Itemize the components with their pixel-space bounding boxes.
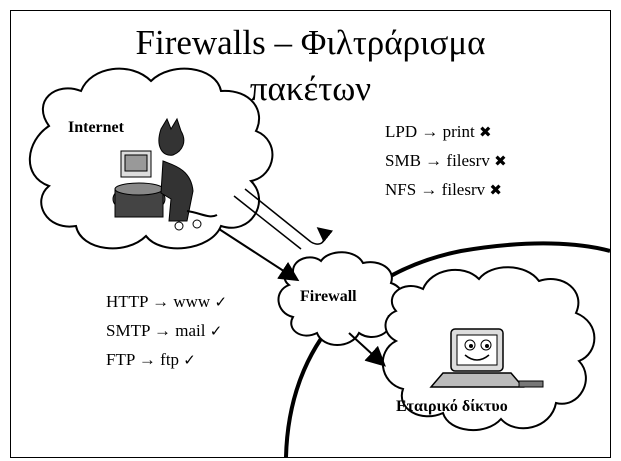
diagram-canvas <box>28 67 610 457</box>
slide-title-line-1: Firewalls – Φιλτράρισμα <box>135 23 486 62</box>
blocked-rule: NFS → filesrv ✖ <box>385 176 507 205</box>
blocked-traffic-channel <box>233 188 334 250</box>
blocked-rule: LPD → print ✖ <box>385 118 507 147</box>
firewall-cloud <box>277 251 405 346</box>
rule-text: SMTP → mail <box>106 321 206 340</box>
allowed-check-icon: ✓ <box>209 324 223 340</box>
blocked-rules-list: LPD → print ✖ SMB → filesrv ✖ NFS → file… <box>385 118 507 205</box>
internet-label: Internet <box>68 119 124 136</box>
rule-text: LPD → print <box>385 122 475 141</box>
devil-hacker-icon <box>112 117 218 231</box>
allowed-rule: FTP → ftp ✓ <box>106 346 227 375</box>
blocked-x-icon: ✖ <box>494 154 507 170</box>
blocked-x-icon: ✖ <box>489 183 502 199</box>
allowed-rule: SMTP → mail ✓ <box>106 317 227 346</box>
allowed-check-icon: ✓ <box>214 295 228 311</box>
allowed-rule: HTTP → www ✓ <box>106 288 227 317</box>
corporate-network-boundary <box>284 241 610 457</box>
rule-text: SMB → filesrv <box>385 151 490 170</box>
smiling-computer-icon <box>429 328 544 388</box>
blocked-rule: SMB → filesrv ✖ <box>385 147 507 176</box>
rule-text: NFS → filesrv <box>385 180 486 199</box>
allowed-arrow-firewall-to-corporate <box>348 332 386 367</box>
slide-title-line-2: πακέτων <box>249 69 372 108</box>
rule-text: FTP → ftp <box>106 350 180 369</box>
blocked-x-icon: ✖ <box>478 125 492 141</box>
rule-text: HTTP → www <box>106 292 211 311</box>
corporate-network-label: Εταιρικό δίκτυο <box>396 398 508 415</box>
allowed-rules-list: HTTP → www ✓ SMTP → mail ✓ FTP → ftp ✓ <box>106 288 227 375</box>
slide: Firewalls – Φιλτράρισμα πακέτων Internet… <box>10 10 611 458</box>
allowed-arrow-internet-to-firewall <box>218 228 300 282</box>
firewall-label: Firewall <box>300 288 357 305</box>
allowed-check-icon: ✓ <box>183 353 196 369</box>
